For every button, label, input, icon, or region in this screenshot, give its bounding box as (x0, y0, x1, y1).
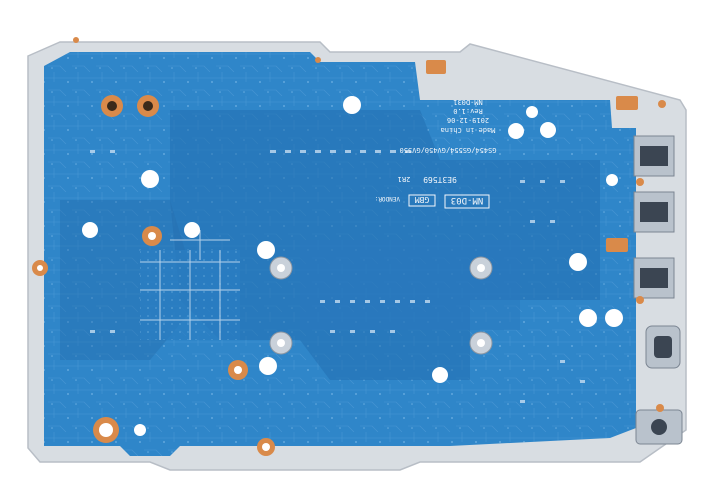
silk-vendor-label: VENDOR: (375, 195, 400, 202)
silk-rev: Rev:1.0 (453, 107, 483, 115)
silk-date: 2019-12-06 (447, 116, 489, 124)
port-ground-pads (73, 37, 666, 412)
pcb-id-box (444, 194, 490, 209)
silk-vendor-code: GBM (415, 195, 430, 204)
cpu-footprint (140, 230, 240, 340)
ground-plane-region (300, 240, 520, 330)
silk-serial: 9E3T569 (423, 175, 457, 184)
mounting-holes (82, 96, 623, 436)
copper-screw-pads (32, 60, 638, 456)
silk-pcb-id: NM-D03 (451, 195, 484, 205)
screw-standoffs (269, 256, 493, 355)
vendor-code-box (408, 194, 436, 207)
io-ports (633, 135, 683, 445)
silk-revision-tag: 2R1 (398, 175, 411, 183)
silk-made-in-china: Made in China (441, 126, 496, 134)
silk-board: NM-D031 (453, 98, 483, 106)
silk-models: GS454/GS554/GV450/GV550 (400, 146, 497, 154)
smd-components (90, 150, 585, 403)
